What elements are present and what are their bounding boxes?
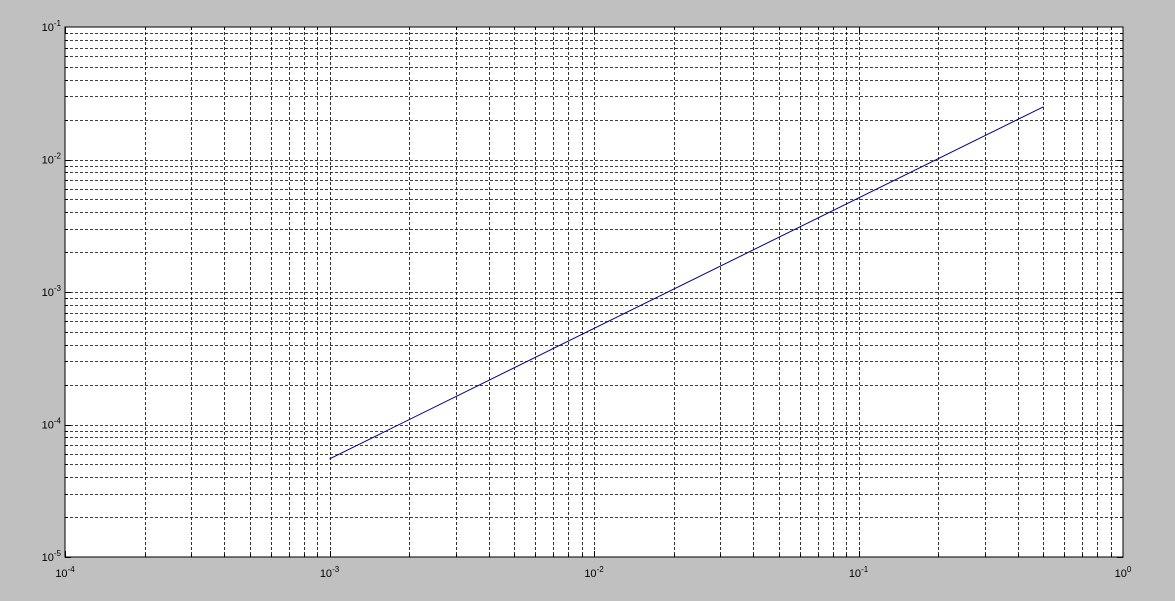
grid-lines (65, 27, 1123, 557)
x-tick-label: 10-4 (55, 565, 75, 580)
y-tick-label: 10-5 (42, 549, 62, 564)
axis-ticks (65, 27, 1123, 558)
y-axis-tick-labels: 10-5 10-4 10-3 10-2 10-1 (42, 19, 62, 564)
x-axis-tick-labels: 10-4 10-3 10-2 10-1 100 (55, 565, 1132, 580)
x-tick-label: 100 (1115, 565, 1132, 580)
x-tick-label: 10-3 (320, 565, 340, 580)
series-line-0 (329, 106, 1044, 460)
plot-area (65, 27, 1123, 557)
x-tick-label: 10-2 (584, 565, 604, 580)
y-tick-label: 10-2 (42, 152, 62, 167)
y-tick-label: 10-4 (42, 417, 62, 432)
y-tick-label: 10-3 (42, 284, 62, 299)
y-tick-label: 10-1 (42, 19, 62, 34)
x-tick-label: 10-1 (849, 565, 869, 580)
series-layer (329, 106, 1044, 460)
